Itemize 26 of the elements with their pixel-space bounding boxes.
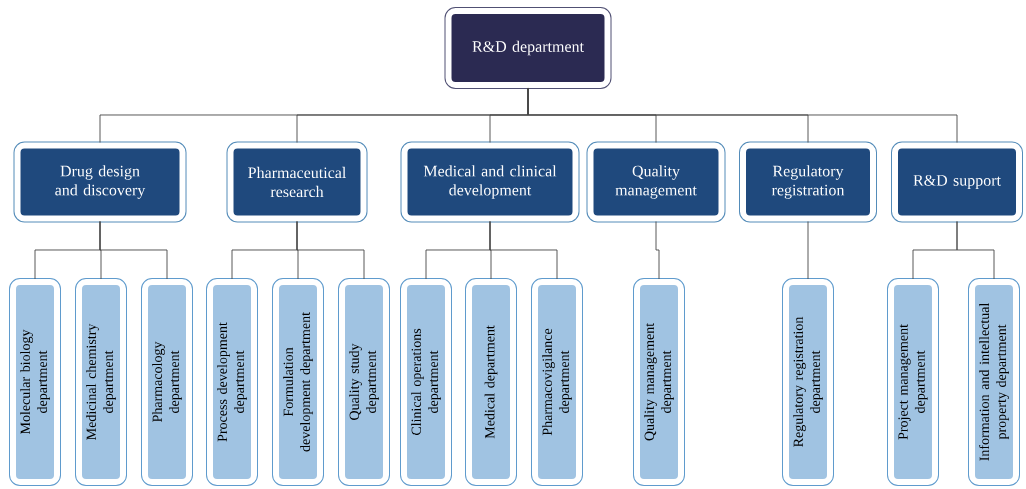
department-box: Regulatory registration department xyxy=(782,278,834,486)
department-box: Formulation development department xyxy=(272,278,324,486)
division-box: Drug design and discovery xyxy=(13,141,187,223)
department-box: R&D department xyxy=(444,7,612,89)
department-box: Process development department xyxy=(206,278,258,486)
department-box: Project management department xyxy=(887,278,939,486)
division-box: Medical and clinical development xyxy=(400,141,580,223)
department-box: Quality study department xyxy=(338,278,390,486)
connector-line xyxy=(489,221,558,280)
department-box: Clinical operations department xyxy=(400,278,452,486)
connector-line xyxy=(527,87,958,143)
department-box: Pharmacology department xyxy=(141,278,193,486)
department-box: Pharmacovigilance department xyxy=(531,278,583,486)
connector-line xyxy=(956,221,995,280)
department-box: Medicinal chemistry department xyxy=(75,278,127,486)
department-box: Molecular biology department xyxy=(9,278,61,486)
department-box: Quality management department xyxy=(633,278,685,486)
division-box: Pharmaceutical research xyxy=(226,141,368,223)
division-box: R&D support xyxy=(891,141,1023,223)
division-box: Quality management xyxy=(586,141,726,223)
connector-line xyxy=(807,221,809,280)
connector-line xyxy=(655,221,660,280)
division-box: Regulatory registration xyxy=(739,141,877,223)
connector-line xyxy=(296,221,365,280)
connector-line xyxy=(99,221,168,280)
department-box: Medical department xyxy=(465,278,517,486)
